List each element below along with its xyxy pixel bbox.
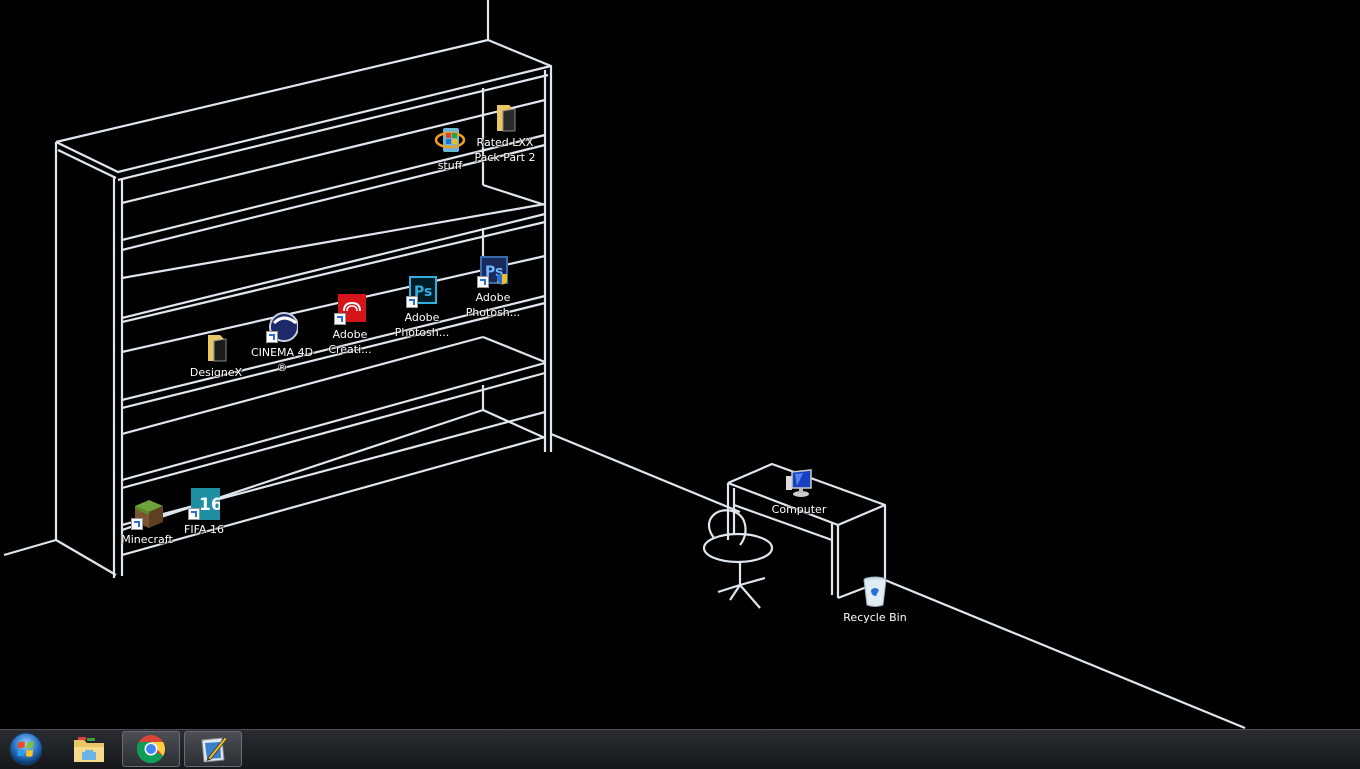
shortcut-arrow-icon [406, 296, 418, 308]
desktop-icon-creative-cloud[interactable]: Adobe Creati... [312, 293, 388, 357]
desktop[interactable]: stuff Rated LXX Pack Part 2 Ps Adobe Pho… [0, 0, 1360, 730]
start-button[interactable] [6, 730, 46, 768]
icon-label: CINEMA 4D ® [250, 346, 314, 374]
shortcut-arrow-icon [131, 518, 143, 530]
drawing-app-pencil-icon [201, 736, 228, 763]
recycle-bin-icon [859, 576, 891, 608]
icon-label: FIFA 16 [184, 523, 224, 536]
shortcut-arrow-icon [477, 276, 489, 288]
svg-text:Ps: Ps [414, 284, 432, 300]
taskbar-explorer-button[interactable] [60, 731, 118, 767]
desktop-icon-recycle-bin[interactable]: Recycle Bin [837, 576, 913, 625]
cinema4d-icon [266, 311, 299, 343]
desktop-icon-photoshop-1[interactable]: Ps Adobe Photosh... [384, 276, 460, 340]
icon-label: Adobe Photosh... [465, 291, 521, 319]
icon-label: Rated LXX Pack Part 2 [474, 136, 536, 164]
wallpaper-wireframe [3, 0, 1246, 730]
windows-program-icon [434, 124, 466, 156]
icon-label: Minecraft [121, 533, 173, 546]
icon-label: Adobe Creati... [328, 328, 372, 356]
desktop-icon-cinema4d[interactable]: CINEMA 4D ® [244, 311, 320, 375]
adobe-creative-cloud-icon [334, 293, 366, 325]
desktop-icon-rated-lxx[interactable]: Rated LXX Pack Part 2 [467, 101, 543, 165]
shortcut-arrow-icon [188, 508, 200, 520]
icon-label: DesigneX [189, 366, 243, 379]
icon-label: Adobe Photosh... [394, 311, 450, 339]
folder-icon [489, 101, 521, 133]
photoshop-icon: Ps [477, 256, 509, 288]
windows-explorer-folder-icon [74, 737, 104, 762]
folder-icon [200, 331, 232, 363]
shortcut-arrow-icon [334, 313, 346, 325]
chrome-icon [136, 735, 165, 764]
icon-label: Recycle Bin [843, 611, 907, 624]
taskbar-drawing-app-button[interactable] [184, 731, 242, 767]
desktop-icon-stuff[interactable]: stuff [412, 124, 488, 173]
shortcut-arrow-icon [266, 331, 278, 343]
taskbar: ▲ 22:26 30.11.2015 [0, 729, 1360, 769]
computer-icon [783, 468, 815, 500]
desktop-icon-computer[interactable]: Computer [761, 468, 837, 517]
photoshop-icon: Ps [406, 276, 438, 308]
icon-label: Computer [771, 503, 827, 516]
desktop-icon-designex[interactable]: DesigneX [178, 331, 254, 380]
windows-orb-icon [9, 732, 43, 766]
minecraft-grass-block-icon [131, 498, 163, 530]
desktop-icon-fifa16[interactable]: 16 FIFA 16 [166, 488, 242, 537]
desktop-icon-photoshop-2[interactable]: Ps Adobe Photosh... [455, 256, 531, 320]
svg-text:16: 16 [199, 495, 220, 515]
icon-label: stuff [437, 159, 463, 172]
desktop-icon-minecraft[interactable]: Minecraft [109, 498, 185, 547]
fifa16-icon: 16 [188, 488, 223, 520]
taskbar-chrome-button[interactable] [122, 731, 180, 767]
